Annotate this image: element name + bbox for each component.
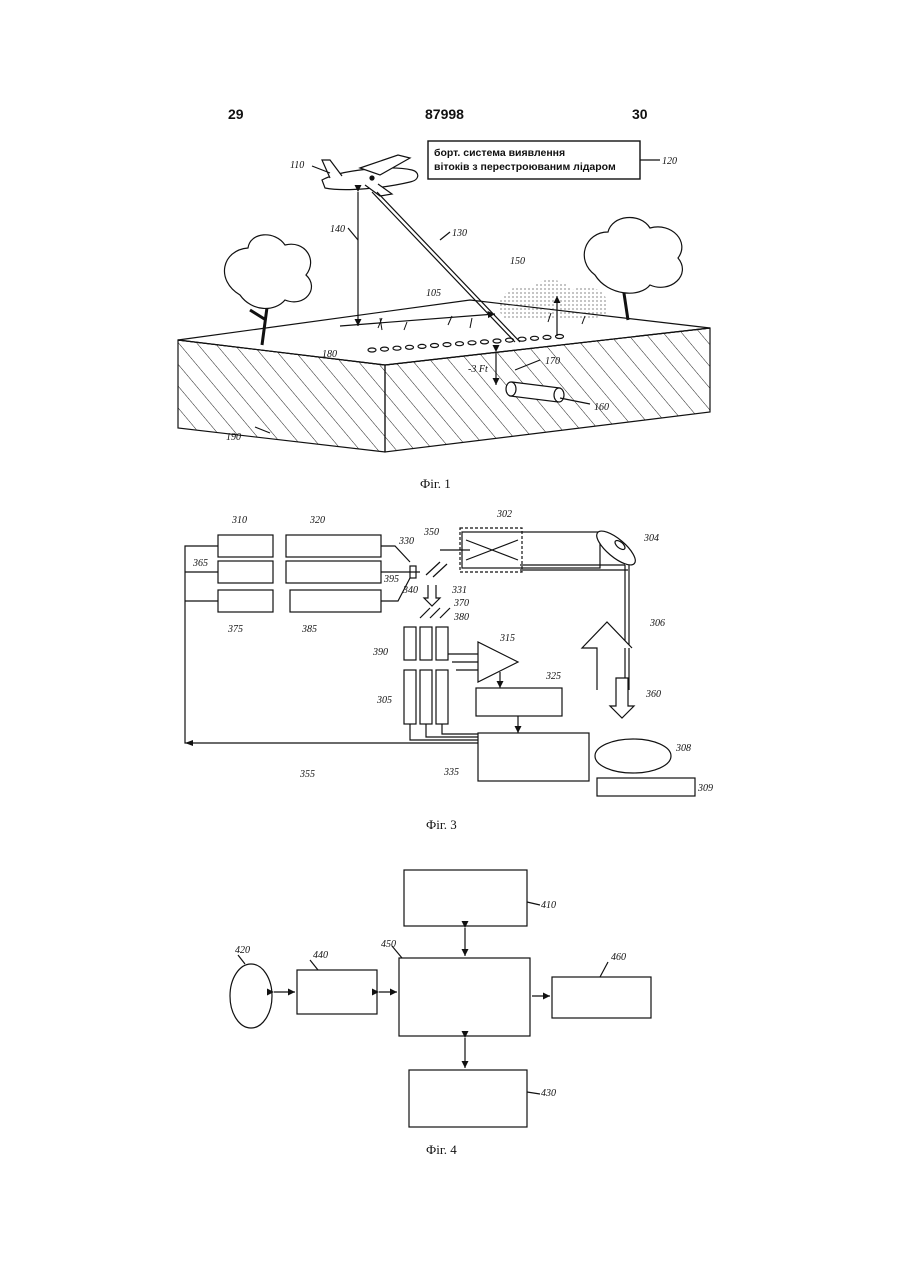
- element-420: [230, 964, 272, 1028]
- label-302: 302: [496, 509, 512, 520]
- block-325: [476, 688, 562, 716]
- block-309: [597, 778, 695, 796]
- label-105: 105: [426, 288, 441, 299]
- block-440: [297, 970, 377, 1014]
- label-430: 430: [541, 1088, 556, 1099]
- label-305: 305: [376, 695, 392, 706]
- label-depth: -3 Ft: [468, 364, 488, 375]
- block-460: [552, 977, 651, 1018]
- label-140: 140: [330, 224, 345, 235]
- label-380: 380: [453, 612, 469, 623]
- label-370: 370: [453, 598, 469, 609]
- block-395: [286, 561, 381, 583]
- label-320: 320: [309, 515, 325, 526]
- amplifier-315: [478, 642, 518, 682]
- label-170: 170: [545, 356, 560, 367]
- display-308: [595, 739, 671, 773]
- label-190: 190: [226, 432, 241, 443]
- block-375: [218, 590, 273, 612]
- block-410: [404, 870, 527, 926]
- gas-plume: [499, 280, 607, 320]
- label-355: 355: [299, 769, 315, 780]
- label-410: 410: [541, 900, 556, 911]
- telescope-302: [462, 532, 600, 568]
- block-310: [218, 535, 273, 557]
- label-395: 395: [383, 574, 399, 585]
- fig4-drawing: [230, 870, 651, 1127]
- label-150: 150: [510, 256, 525, 267]
- label-375: 375: [227, 624, 243, 635]
- box-text-line2: вітоків з перестроюваним лідаром: [434, 161, 616, 173]
- label-385: 385: [301, 624, 317, 635]
- fig1-caption: Фіг. 1: [420, 476, 451, 491]
- label-325: 325: [545, 671, 561, 682]
- block-320: [286, 535, 381, 557]
- label-180: 180: [322, 349, 337, 360]
- label-350: 350: [423, 527, 439, 538]
- box-text-line1: борт. система виявлення: [434, 147, 565, 159]
- label-390: 390: [372, 647, 388, 658]
- label-330: 330: [398, 536, 414, 547]
- fig4-caption: Фіг. 4: [426, 1142, 457, 1157]
- label-304: 304: [643, 533, 659, 544]
- fig3-caption: Фіг. 3: [426, 817, 457, 832]
- label-130: 130: [452, 228, 467, 239]
- airplane-icon: [322, 155, 418, 196]
- block-430: [409, 1070, 527, 1127]
- label-315: 315: [499, 633, 515, 644]
- block-365: [218, 561, 273, 583]
- label-306: 306: [649, 618, 665, 629]
- label-331: 331: [451, 585, 467, 596]
- fig3-drawing: [185, 526, 695, 796]
- label-360: 360: [645, 689, 661, 700]
- label-310: 310: [231, 515, 247, 526]
- label-450: 450: [381, 939, 396, 950]
- block-385: [290, 590, 381, 612]
- block-335: [478, 733, 589, 781]
- block-450: [399, 958, 530, 1036]
- label-160: 160: [594, 402, 609, 413]
- label-308: 308: [675, 743, 691, 754]
- dish-304-icon: [592, 526, 640, 571]
- label-365: 365: [192, 558, 208, 569]
- label-110: 110: [290, 160, 304, 171]
- label-440: 440: [313, 950, 328, 961]
- fig1-drawing: [178, 141, 710, 452]
- label-309: 309: [697, 783, 713, 794]
- label-335: 335: [443, 767, 459, 778]
- label-460: 460: [611, 952, 626, 963]
- label-420: 420: [235, 945, 250, 956]
- label-120: 120: [662, 156, 677, 167]
- label-340: 340: [402, 585, 418, 596]
